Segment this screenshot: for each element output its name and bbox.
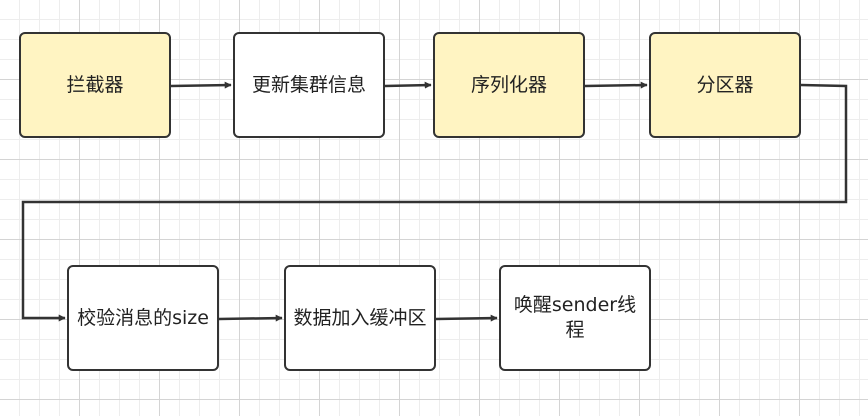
node-append-to-buffer: 数据加入缓冲区: [284, 265, 436, 371]
edge-interceptor-to-update-meta: [170, 81, 232, 89]
node-wake-sender-thread: 唤醒sender线程: [499, 265, 651, 371]
node-append-to-buffer-label: 数据加入缓冲区: [293, 306, 427, 329]
node-update-cluster-metadata-label: 更新集群信息: [251, 73, 366, 96]
node-update-cluster-metadata: 更新集群信息: [233, 32, 385, 138]
edge-check-size-to-append-buffer: [218, 314, 283, 322]
node-partitioner-label: 分区器: [696, 73, 754, 96]
node-interceptor: 拦截器: [19, 32, 171, 138]
edge-serializer-to-partitioner: [584, 81, 648, 89]
node-serializer-label: 序列化器: [470, 73, 547, 96]
edge-update-meta-to-serializer: [384, 81, 432, 89]
node-check-message-size-label: 校验消息的size: [77, 306, 209, 329]
node-serializer: 序列化器: [433, 32, 585, 138]
edge-append-buffer-to-wake-sender: [435, 314, 498, 322]
edge-partitioner-to-check-size: [21, 83, 848, 322]
node-wake-sender-thread-label: 唤醒sender线程: [513, 294, 637, 341]
node-interceptor-label: 拦截器: [66, 73, 124, 96]
node-partitioner: 分区器: [649, 32, 801, 138]
node-check-message-size: 校验消息的size: [67, 265, 219, 371]
